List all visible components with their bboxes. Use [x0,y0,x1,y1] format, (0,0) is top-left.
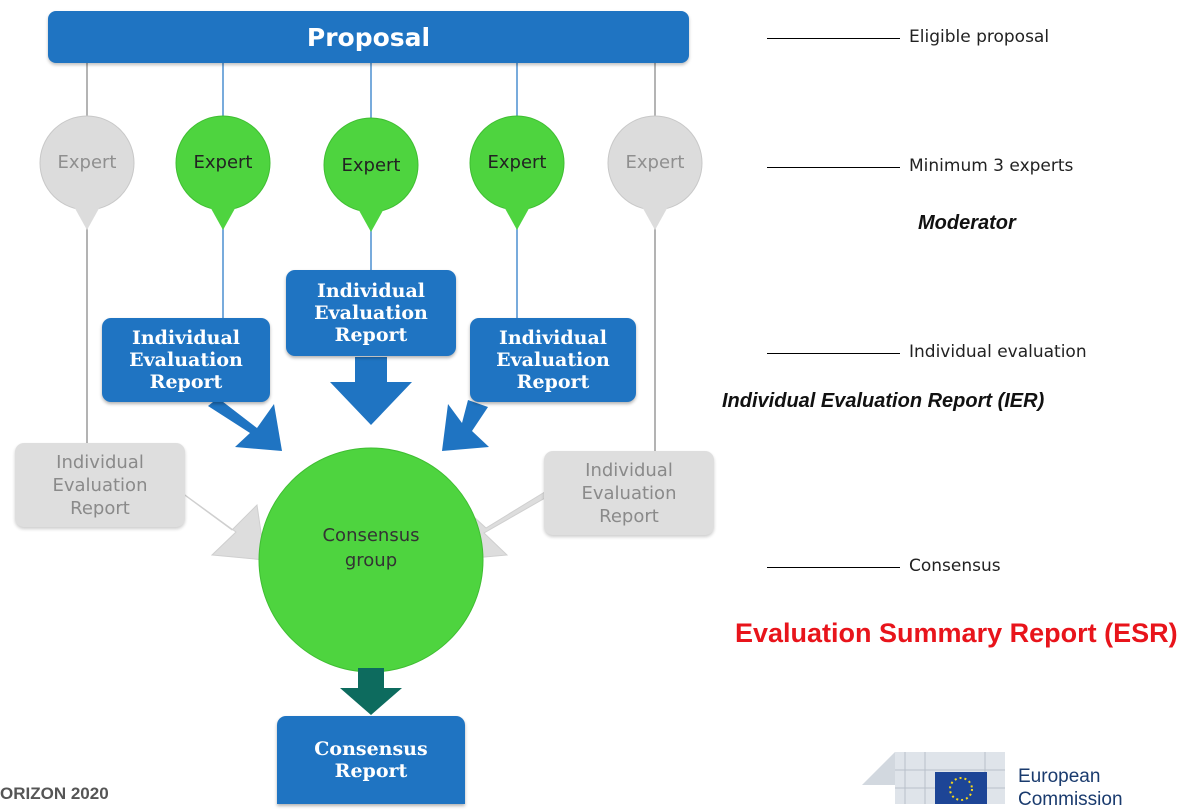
ier-line: Evaluation [314,302,428,324]
dark-arrow-down [340,668,402,715]
legend-line-individual [767,353,900,354]
consensus-group-label: Consensus group [301,523,441,573]
report-line: Consensus [314,738,428,760]
ier-gray-box-1: Individual Evaluation Report [15,443,185,527]
program-label: ORIZON 2020 [0,784,109,803]
consensus-line: group [344,550,398,571]
ier-line: Individual [585,459,673,481]
blue-arrow-center [330,357,412,425]
blue-arrow-left [208,398,282,451]
expert-label-4: Expert [487,152,547,173]
ier-blue-box-1: Individual Evaluation Report [102,318,270,402]
expert-pin-5 [607,115,703,230]
expert-label-5: Expert [625,152,685,173]
legend-consensus: Consensus [909,556,1001,576]
ec-logo [862,752,1005,804]
consensus-line: Consensus [322,525,420,546]
ier-blue-box-2: Individual Evaluation Report [286,270,456,356]
expert-label-2: Expert [193,152,253,173]
legend-line-experts [767,167,900,168]
ier-line: Report [516,371,590,393]
ier-line: Individual [56,451,144,473]
ier-blue-box-3: Individual Evaluation Report [470,318,636,402]
legend-line-consensus [767,567,900,568]
moderator-label: Moderator [918,212,1016,234]
esr-label: Evaluation Summary Report (ESR) [735,618,1178,648]
gray-arrow-left [174,487,266,561]
ier-line: Evaluation [581,482,677,504]
ier-line: Evaluation [496,349,610,371]
proposal-bar: Proposal [48,11,689,63]
expert-label-3: Expert [341,155,401,176]
proposal-label: Proposal [306,22,431,52]
ier-gray-box-2: Individual Evaluation Report [544,451,714,535]
ier-line: Report [70,497,130,519]
legend-line-eligible [767,38,900,39]
ier-line: Evaluation [129,349,243,371]
ier-line: Individual [498,327,608,349]
legend-individual-eval: Individual evaluation [909,342,1087,362]
expert-pin-4 [469,115,565,230]
ier-legend-label: Individual Evaluation Report (IER) [722,390,1045,412]
legend-eligible: Eligible proposal [909,27,1050,47]
ier-line: Report [334,324,408,346]
ec-line: Commission [1018,789,1123,810]
legend-min-experts: Minimum 3 experts [909,156,1074,176]
ier-line: Individual [131,327,241,349]
ier-line: Report [149,371,223,393]
ec-label: European Commission [1018,765,1123,811]
expert-pin-1 [39,115,135,230]
expert-pin-3 [323,117,419,232]
report-line: Report [334,760,408,782]
ier-line: Individual [316,280,426,302]
ier-line: Report [599,505,659,527]
ier-line: Evaluation [52,474,148,496]
ec-line: European [1018,766,1101,787]
expert-label-1: Expert [57,152,117,173]
blue-arrow-right [442,400,489,451]
consensus-report-box: Consensus Report [277,716,465,804]
expert-pin-2 [175,115,271,230]
